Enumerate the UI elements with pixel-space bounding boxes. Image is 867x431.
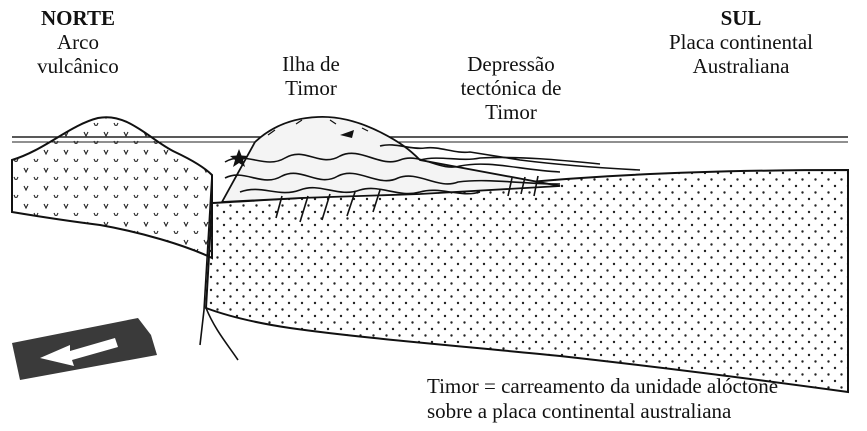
depression-label: Depressão tectónica de Timor xyxy=(436,52,586,124)
island-line2: Timor xyxy=(256,76,366,100)
north-line1: Arco xyxy=(18,30,138,54)
south-line2: Australiana xyxy=(636,54,846,78)
depression-line3: Timor xyxy=(436,100,586,124)
north-line2: vulcânico xyxy=(18,54,138,78)
volcanic-arc-body xyxy=(12,117,212,258)
caption: Timor = carreamento da unidade alóctone … xyxy=(427,374,778,424)
arrow-left-icon xyxy=(12,318,157,380)
north-title: NORTE xyxy=(18,6,138,30)
caption-line2: sobre a placa continental australiana xyxy=(427,399,778,424)
depression-line2: tectónica de xyxy=(436,76,586,100)
island-label: Ilha de Timor xyxy=(256,52,366,100)
south-label: SUL Placa continental Australiana xyxy=(636,6,846,78)
south-title: SUL xyxy=(636,6,846,30)
caption-line1: Timor = carreamento da unidade alóctone xyxy=(427,374,778,399)
north-label: NORTE Arco vulcânico xyxy=(18,6,138,78)
island-line1: Ilha de xyxy=(256,52,366,76)
continental-plate xyxy=(206,170,848,392)
depression-line1: Depressão xyxy=(436,52,586,76)
south-line1: Placa continental xyxy=(636,30,846,54)
